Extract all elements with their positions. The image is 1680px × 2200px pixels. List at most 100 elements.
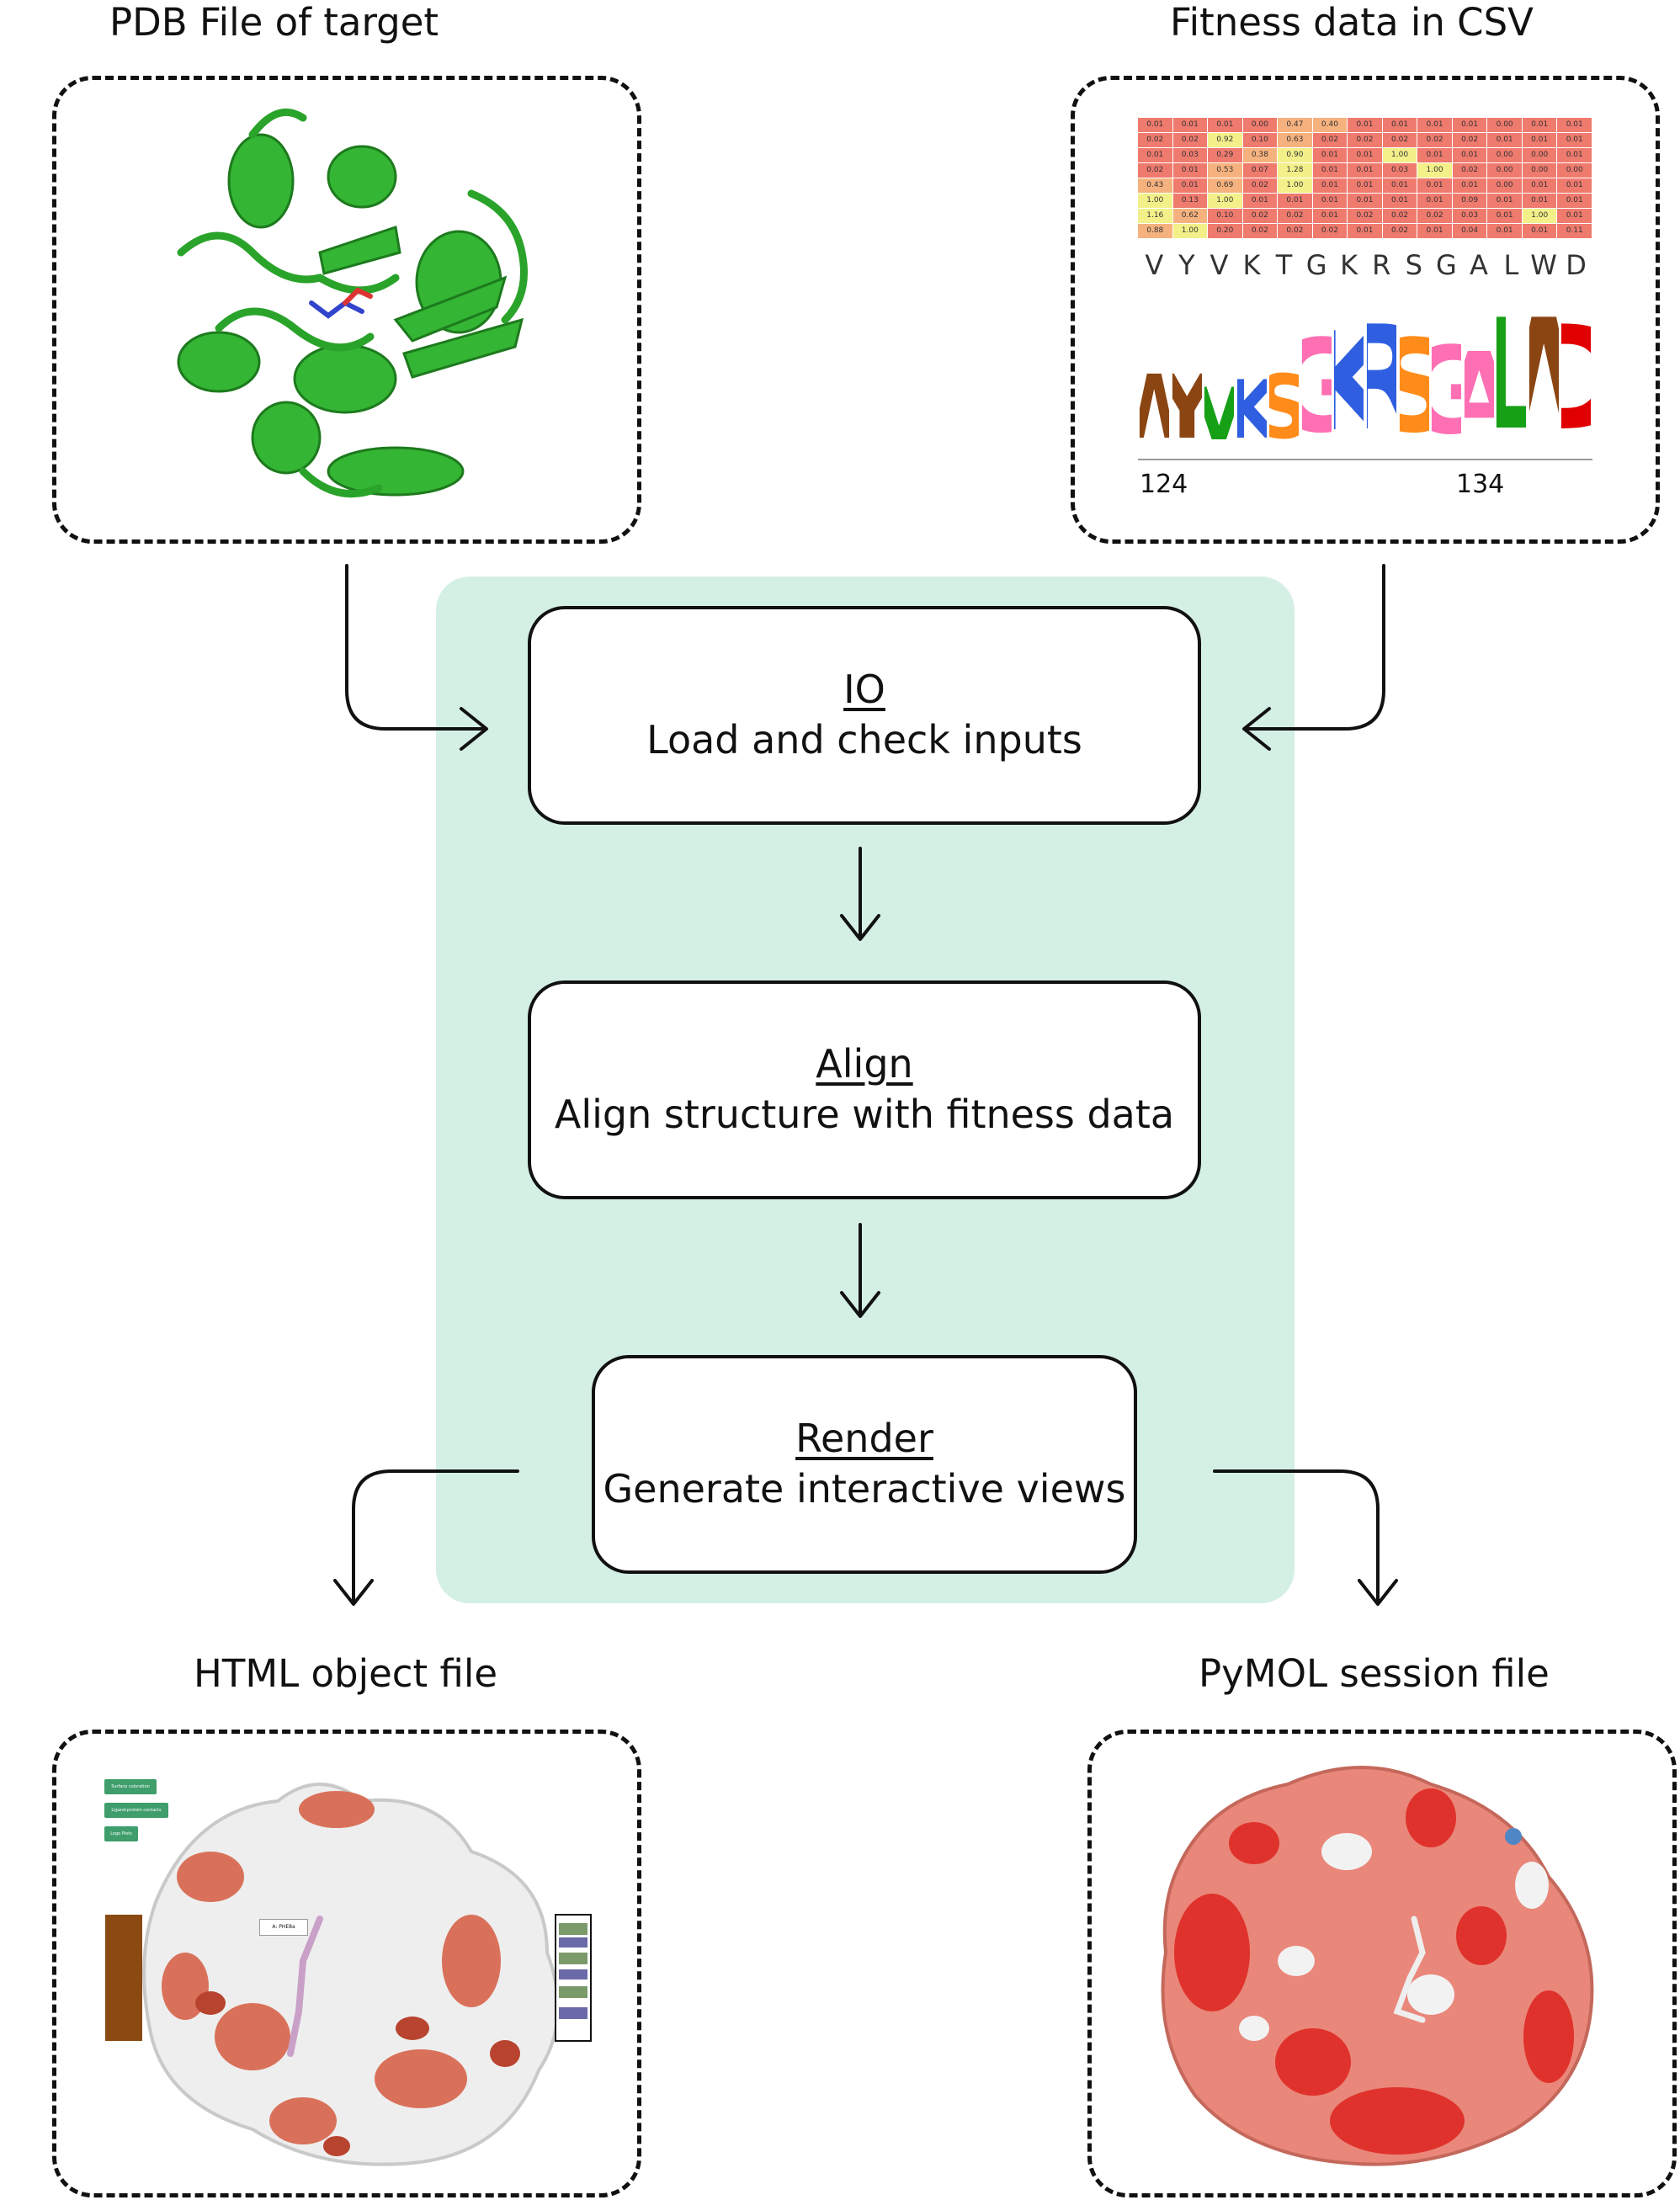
- preview-button-surface: Surface coloration: [104, 1779, 157, 1794]
- heatmap-cell: 0.47: [1278, 118, 1312, 132]
- heatmap-cell: 0.01: [1522, 133, 1557, 147]
- heatmap-cell: 0.02: [1452, 163, 1487, 178]
- heatmap-cell: 0.01: [1452, 178, 1487, 193]
- logo-sequence-letter: K: [1340, 249, 1358, 281]
- heatmap-cell: 0.03: [1172, 148, 1208, 162]
- heatmap-cell: 0.02: [1382, 209, 1417, 223]
- heatmap-cell: 0.01: [1452, 148, 1487, 162]
- logo-sequence-letter: V: [1145, 249, 1164, 281]
- step-render: Render Generate interactive views: [592, 1355, 1137, 1574]
- heatmap-cell: 0.01: [1138, 148, 1172, 162]
- logo-stack-letter: Y: [1172, 359, 1201, 451]
- heatmap-cell: 0.01: [1487, 209, 1522, 223]
- heatmap-cell: 0.01: [1172, 178, 1208, 193]
- heatmap-cell: 0.01: [1417, 224, 1452, 238]
- heatmap-cell: 0.01: [1452, 118, 1487, 132]
- heatmap-cell: 0.62: [1172, 209, 1208, 223]
- logo-stack-letter: A: [1465, 333, 1494, 451]
- logo-sequence-letter: D: [1566, 249, 1587, 281]
- heatmap-cell: 0.40: [1312, 118, 1348, 132]
- heatmap-cell: 0.03: [1382, 163, 1417, 178]
- heatmap-cell: 0.01: [1417, 178, 1452, 193]
- pdb-file-label: PDB File of target: [109, 0, 439, 45]
- heatmap-cell: 0.02: [1312, 133, 1348, 147]
- logo-sequence-letter: G: [1435, 249, 1457, 281]
- heatmap-cell: 0.02: [1172, 133, 1208, 147]
- logo-sequence-letter: R: [1372, 249, 1391, 281]
- heatmap-cell: 0.01: [1417, 118, 1452, 132]
- heatmap-cell: 0.00: [1487, 163, 1522, 178]
- heatmap-cell: 0.20: [1208, 224, 1242, 238]
- arrow-render-to-html: [352, 1469, 519, 1605]
- heatmap-cell: 0.01: [1557, 209, 1592, 223]
- heatmap-cell: 0.00: [1487, 118, 1522, 132]
- heatmap-cell: 0.00: [1557, 163, 1592, 178]
- step-align-title: Align: [816, 1041, 913, 1087]
- heatmap-cell: 0.43: [1138, 178, 1172, 193]
- pdb-input-box: [52, 76, 641, 544]
- heatmap-cell: 0.38: [1242, 148, 1278, 162]
- heatmap-cell: 0.02: [1417, 209, 1452, 223]
- heatmap-cell: 0.29: [1208, 148, 1242, 162]
- heatmap-cell: 0.01: [1312, 194, 1348, 208]
- html-output-box: [52, 1730, 641, 2197]
- heatmap-cell: 0.02: [1278, 209, 1312, 223]
- heatmap-cell: 0.01: [1348, 178, 1382, 193]
- heatmap-cell: 1.00: [1278, 178, 1312, 193]
- step-align-desc: Align structure with fitness data: [554, 1092, 1175, 1137]
- heatmap-cell: 0.02: [1242, 178, 1278, 193]
- logo-stack-letter: S: [1269, 359, 1299, 451]
- heatmap-cell: 0.01: [1487, 133, 1522, 147]
- logo-sequence-letter: G: [1305, 249, 1327, 281]
- step-io-desc: Load and check inputs: [646, 717, 1082, 763]
- logo-stack-letter: R: [1367, 300, 1396, 451]
- heatmap-cell: 1.00: [1417, 163, 1452, 178]
- heatmap-cell: 0.02: [1348, 209, 1382, 223]
- sequence-logo: WYVKSGKRSGALWD: [1138, 283, 1592, 451]
- heatmap-cell: 0.01: [1172, 163, 1208, 178]
- step-render-desc: Generate interactive views: [603, 1466, 1126, 1512]
- heatmap-cell: 0.01: [1557, 194, 1592, 208]
- heatmap-cell: 0.01: [1312, 163, 1348, 178]
- logo-axis-line: [1138, 459, 1592, 460]
- pymol-output-label: PyMOL session file: [1199, 1651, 1550, 1696]
- heatmap-cell: 0.01: [1138, 118, 1172, 132]
- heatmap-cell: 1.00: [1138, 194, 1172, 208]
- heatmap-cell: 0.01: [1522, 194, 1557, 208]
- logo-sequence-letter: Y: [1178, 249, 1195, 281]
- heatmap-cell: 0.01: [1557, 178, 1592, 193]
- logo-stack-letter: D: [1561, 300, 1591, 451]
- heatmap-cell: 0.13: [1172, 194, 1208, 208]
- logo-sequence-letter: T: [1275, 249, 1293, 281]
- heatmap-cell: 0.11: [1557, 224, 1592, 238]
- heatmap-cell: 0.01: [1312, 209, 1348, 223]
- heatmap-cell: 0.01: [1348, 118, 1382, 132]
- heatmap-cell: 0.01: [1382, 118, 1417, 132]
- heatmap-cell: 0.01: [1348, 163, 1382, 178]
- logo-stack-letter: V: [1204, 375, 1234, 451]
- heatmap-cell: 0.00: [1487, 178, 1522, 193]
- heatmap-cell: 0.00: [1522, 148, 1557, 162]
- step-align: Align Align structure with fitness data: [528, 980, 1201, 1199]
- heatmap-cell: 0.02: [1348, 133, 1382, 147]
- logo-tick-left: 124: [1140, 470, 1188, 499]
- heatmap-cell: 0.02: [1242, 224, 1278, 238]
- heatmap-cell: 1.00: [1172, 224, 1208, 238]
- heatmap-cell: 0.01: [1382, 178, 1417, 193]
- logo-stack-letter: G: [1302, 316, 1332, 451]
- heatmap-cell: 0.04: [1452, 224, 1487, 238]
- heatmap-cell: 0.69: [1208, 178, 1242, 193]
- heatmap-cell: 0.02: [1312, 224, 1348, 238]
- heatmap-cell: 0.01: [1557, 118, 1592, 132]
- heatmap-cell: 0.01: [1312, 148, 1348, 162]
- heatmap-cell: 0.01: [1348, 148, 1382, 162]
- heatmap-cell: 0.01: [1172, 118, 1208, 132]
- heatmap-cell: 0.10: [1242, 133, 1278, 147]
- heatmap-cell: 0.63: [1278, 133, 1312, 147]
